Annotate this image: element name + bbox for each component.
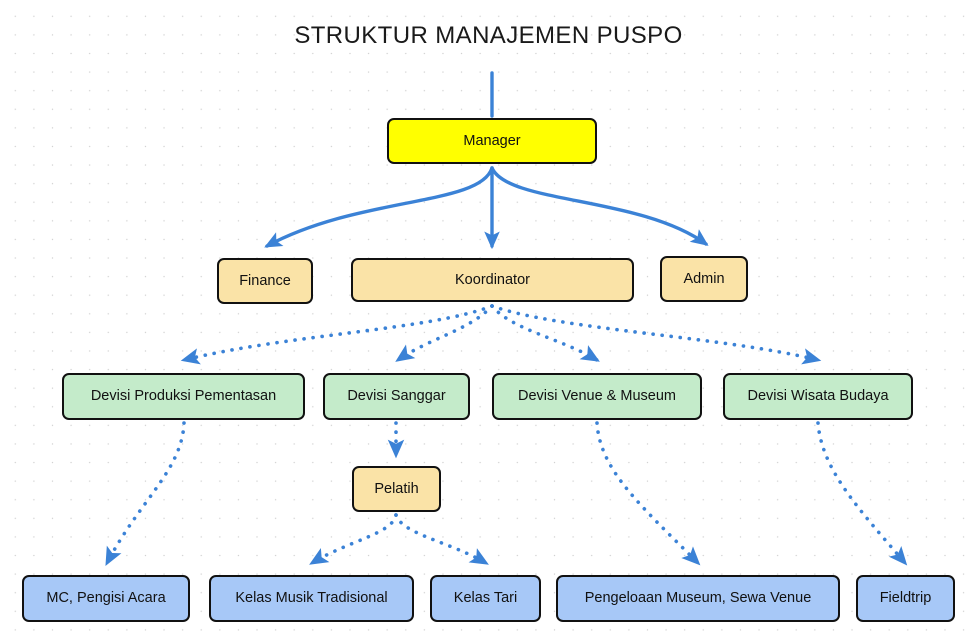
node-pelatih[interactable]: Pelatih <box>352 466 441 512</box>
node-label: Pengeloaan Museum, Sewa Venue <box>584 590 812 607</box>
edge-koordinator-to-wisata <box>490 304 822 365</box>
edge-produksi-to-mc <box>105 421 186 566</box>
edge-venue-to-museum <box>595 421 701 566</box>
node-produksi[interactable]: Devisi Produksi Pementasan <box>62 373 305 420</box>
node-label: Koordinator <box>455 271 530 288</box>
node-label: Kelas Musik Tradisional <box>235 590 388 607</box>
node-label: Pelatih <box>374 480 419 497</box>
node-label: Devisi Sanggar <box>347 388 446 405</box>
node-label: Devisi Produksi Pementasan <box>90 388 277 405</box>
edge-koordinator-to-sanggar <box>395 304 494 362</box>
node-admin[interactable]: Admin <box>660 256 748 302</box>
node-koordinator[interactable]: Koordinator <box>351 258 634 302</box>
node-manager[interactable]: Manager <box>387 118 597 164</box>
node-label: Fieldtrip <box>879 590 932 607</box>
node-venue[interactable]: Devisi Venue & Museum <box>492 373 702 420</box>
node-finance[interactable]: Finance <box>217 258 313 304</box>
node-museum[interactable]: Pengeloaan Museum, Sewa Venue <box>556 575 840 622</box>
edge-manager-to-finance <box>264 166 494 248</box>
node-label: MC, Pengisi Acara <box>46 590 166 607</box>
node-musik[interactable]: Kelas Musik Tradisional <box>209 575 414 622</box>
node-label: Manager <box>463 132 521 149</box>
node-label: Devisi Wisata Budaya <box>747 388 889 405</box>
node-sanggar[interactable]: Devisi Sanggar <box>323 373 470 420</box>
node-wisata[interactable]: Devisi Wisata Budaya <box>723 373 913 420</box>
node-mc[interactable]: MC, Pengisi Acara <box>22 575 190 622</box>
node-label: Devisi Venue & Museum <box>518 388 676 405</box>
node-fieldtrip[interactable]: Fieldtrip <box>856 575 955 622</box>
edge-pelatih-to-musik <box>309 513 398 565</box>
edge-pelatih-to-tari <box>394 513 489 565</box>
node-label: Finance <box>239 272 291 289</box>
node-label: Admin <box>683 270 725 287</box>
page-title: STRUKTUR MANAJEMEN PUSPO <box>294 22 683 49</box>
edge-wisata-to-fieldtrip <box>816 421 908 566</box>
edge-koordinator-to-produksi <box>180 304 494 365</box>
edge-manager-to-admin <box>490 166 709 246</box>
edge-koordinator-to-venue <box>490 304 600 362</box>
node-label: Kelas Tari <box>453 590 518 607</box>
node-tari[interactable]: Kelas Tari <box>430 575 541 622</box>
